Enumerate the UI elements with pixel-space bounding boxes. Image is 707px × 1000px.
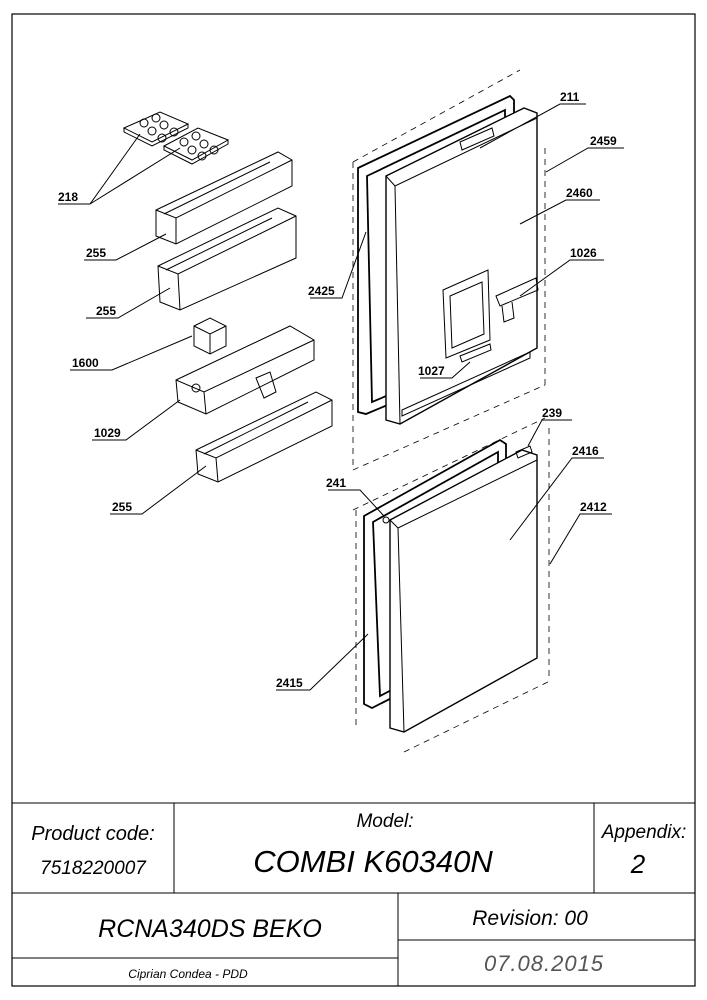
callout-2415: 2415 (276, 676, 303, 690)
product-code-value: 7518220007 (40, 858, 147, 879)
part-1600-box (193, 317, 227, 355)
lower-dash-bottom (403, 679, 553, 753)
upper-door-bottom-trim (401, 351, 531, 417)
callout-1600: 1600 (72, 356, 99, 370)
lower-dash-top (352, 417, 546, 511)
callout-2460: 2460 (566, 186, 593, 200)
callout-241: 241 (326, 476, 346, 490)
callout-218: 218 (58, 190, 78, 204)
part-1027-strip (459, 343, 492, 363)
accessory-parts-group (122, 111, 333, 483)
callout-1027: 1027 (418, 364, 445, 378)
door-shelf-255-3 (195, 391, 333, 483)
callout-255-b: 255 (96, 304, 116, 318)
upper-dash-bottom (352, 384, 546, 471)
part-1026-bracket (495, 277, 539, 323)
appendix-label: Appendix: (601, 822, 687, 843)
callout-labels: 211 2459 218 2460 255 1026 2425 255 1600… (58, 90, 617, 690)
lower-door-panel (389, 449, 538, 733)
callout-255-c: 255 (112, 500, 132, 514)
part-239-cap (515, 445, 533, 459)
date: 07.08.2015 (484, 951, 604, 976)
revision: Revision: 00 (472, 907, 588, 930)
upper-dash-envelope (352, 69, 521, 163)
callout-211: 211 (560, 90, 580, 104)
handle-slot (459, 127, 495, 151)
product-code-label: Product code: (31, 823, 154, 845)
model-name: COMBI K60340N (253, 844, 493, 879)
part-241-screw (382, 516, 390, 524)
author: Ciprian Condea - PDD (128, 967, 248, 981)
leader-lines (58, 103, 624, 691)
callout-2459: 2459 (590, 134, 617, 148)
lower-door-group (352, 417, 553, 753)
callout-1029: 1029 (94, 426, 121, 440)
model-label: Model: (356, 811, 413, 832)
upper-door-front-left (394, 185, 401, 425)
drawing-frame (11, 13, 696, 987)
appendix-number: 2 (630, 849, 646, 879)
callout-1026: 1026 (570, 246, 597, 260)
title-block: Product code: 7518220007 Model: COMBI K6… (12, 802, 695, 986)
callout-2412: 2412 (580, 500, 607, 514)
product-name: RCNA340DS BEKO (98, 915, 322, 943)
callout-239: 239 (542, 406, 562, 420)
door-shelf-255-2 (157, 207, 297, 311)
lower-door-front-left (397, 527, 405, 733)
callout-2416: 2416 (572, 444, 599, 458)
callout-255-a: 255 (86, 246, 106, 260)
upper-door-panel (385, 107, 538, 425)
dispenser-cavity (442, 269, 491, 359)
egg-tray-2 (162, 127, 230, 165)
upper-door-group (352, 69, 546, 471)
callout-2425: 2425 (308, 284, 335, 298)
door-shelf-255-1 (155, 151, 293, 245)
